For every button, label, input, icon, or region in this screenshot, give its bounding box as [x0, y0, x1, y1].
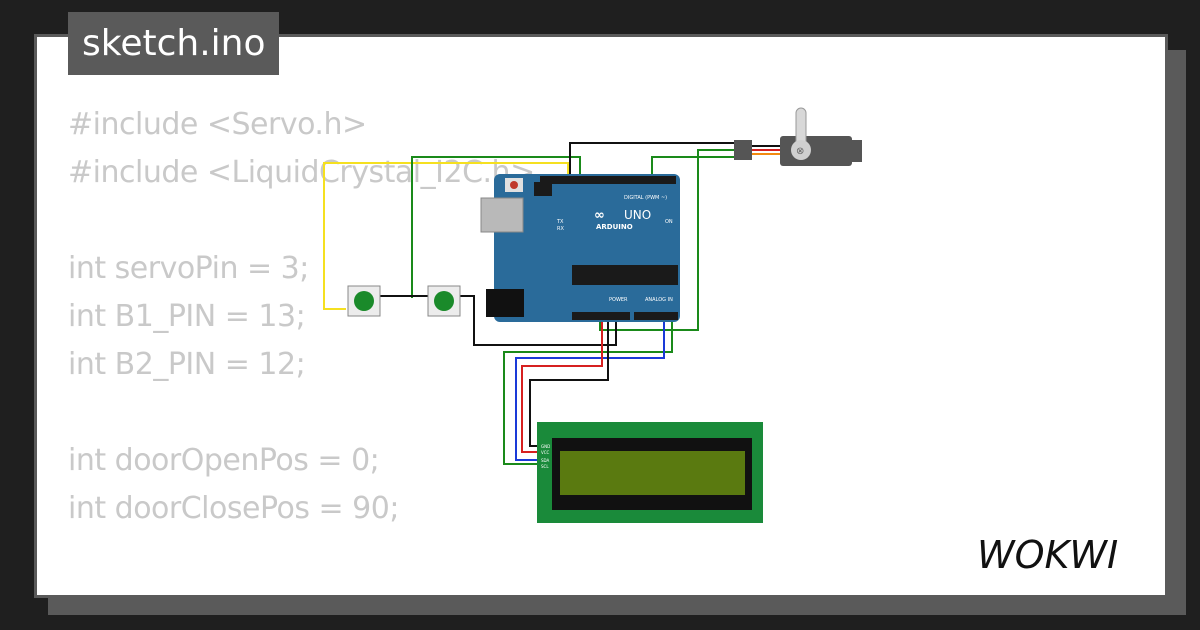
- wire-yellow: [323, 162, 569, 310]
- wire-red: [521, 316, 603, 453]
- usb-port: [480, 197, 524, 233]
- wires: [323, 142, 734, 465]
- tx-label: TX: [556, 219, 564, 225]
- lcd-pin-label: SDA: [541, 458, 550, 463]
- wokwi-logo: WOKWI: [977, 533, 1118, 577]
- servo-screw-icon: ⊗: [796, 146, 804, 157]
- board-model: UNO: [624, 208, 651, 222]
- digital-header: [540, 176, 676, 184]
- wire-black: [569, 142, 734, 182]
- lcd-pin-label: SCL: [541, 464, 549, 469]
- on-label: ON: [665, 219, 673, 225]
- lcd-screen: [560, 451, 745, 495]
- code-line: #include <LiquidCrystal_I2C.h>: [68, 155, 535, 190]
- code-line: #include <Servo.h>: [68, 107, 367, 142]
- lcd-pin-label: GND: [541, 444, 550, 449]
- code-line: int B1_PIN = 13;: [68, 299, 306, 334]
- code-line: int doorOpenPos = 0;: [68, 443, 380, 478]
- pushbutton-1[interactable]: [347, 285, 381, 317]
- wire-black: [529, 316, 609, 447]
- wire-blue: [515, 316, 665, 461]
- logo-infinity-icon: ∞: [594, 208, 605, 223]
- analog-header: [634, 312, 678, 320]
- power-jack: [486, 289, 524, 317]
- digital-label: DIGITAL (PWM ~): [624, 195, 667, 201]
- code-preview: #include <Servo.h> #include <LiquidCryst…: [68, 101, 535, 533]
- servo-motor[interactable]: ⊗: [734, 107, 862, 166]
- code-line: int servoPin = 3;: [68, 251, 309, 286]
- analog-label: ANALOG IN: [645, 297, 673, 303]
- reset-button-cap: [510, 181, 518, 189]
- wire-green: [651, 156, 734, 182]
- power-label: POWER: [609, 297, 628, 303]
- wokwi-logotype: WOKWI: [977, 533, 1118, 577]
- arduino-uno-board[interactable]: ∞ UNO ARDUINO DIGITAL (PWM ~) TX RX ON P…: [480, 174, 680, 322]
- file-title: sketch.ino: [68, 12, 280, 75]
- wire-green: [599, 149, 734, 331]
- servo-connector: [734, 140, 752, 160]
- power-header: [572, 312, 630, 320]
- wire-black: [460, 295, 617, 346]
- servo-shaft: [791, 140, 811, 160]
- code-line: int B2_PIN = 12;: [68, 347, 306, 382]
- code-line: int doorClosePos = 90;: [68, 491, 399, 526]
- lcd-pin-label: VCC: [541, 450, 550, 455]
- rx-label: RX: [557, 226, 564, 232]
- servo-body: [780, 136, 852, 166]
- wire-green: [503, 316, 673, 465]
- button-cap[interactable]: [354, 291, 374, 311]
- icsp-header: [534, 182, 552, 196]
- button-cap[interactable]: [434, 291, 454, 311]
- wire-green: [411, 156, 581, 298]
- servo-tab: [852, 140, 862, 162]
- pushbutton-2[interactable]: [427, 285, 461, 317]
- board-brand: ARDUINO: [596, 223, 633, 231]
- lcd-display[interactable]: GND VCC SDA SCL: [537, 422, 763, 523]
- atmega-chip: [572, 265, 678, 285]
